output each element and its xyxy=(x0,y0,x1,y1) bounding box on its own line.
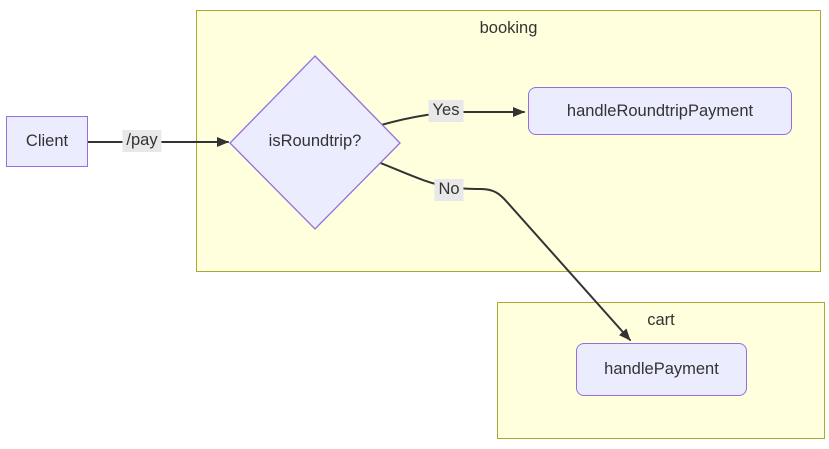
edge-label-no: No xyxy=(434,179,464,201)
subgraph-booking-title: booking xyxy=(479,19,538,37)
diamond-shape xyxy=(229,55,401,230)
node-handlepayment: handlePayment xyxy=(576,343,747,396)
node-isroundtrip-diamond xyxy=(229,55,401,230)
node-handleroundtrippayment: handleRoundtripPayment xyxy=(528,87,792,135)
node-client: Client xyxy=(6,116,88,167)
edge-label-yes: Yes xyxy=(428,100,464,122)
node-handleroundtrippayment-label: handleRoundtripPayment xyxy=(566,101,754,120)
node-handlepayment-label: handlePayment xyxy=(604,360,719,378)
node-client-label: Client xyxy=(25,132,69,150)
subgraph-cart-title: cart xyxy=(647,311,675,329)
node-isroundtrip-label: isRoundtrip? xyxy=(268,132,362,150)
edge-label-pay: /pay xyxy=(122,130,162,152)
